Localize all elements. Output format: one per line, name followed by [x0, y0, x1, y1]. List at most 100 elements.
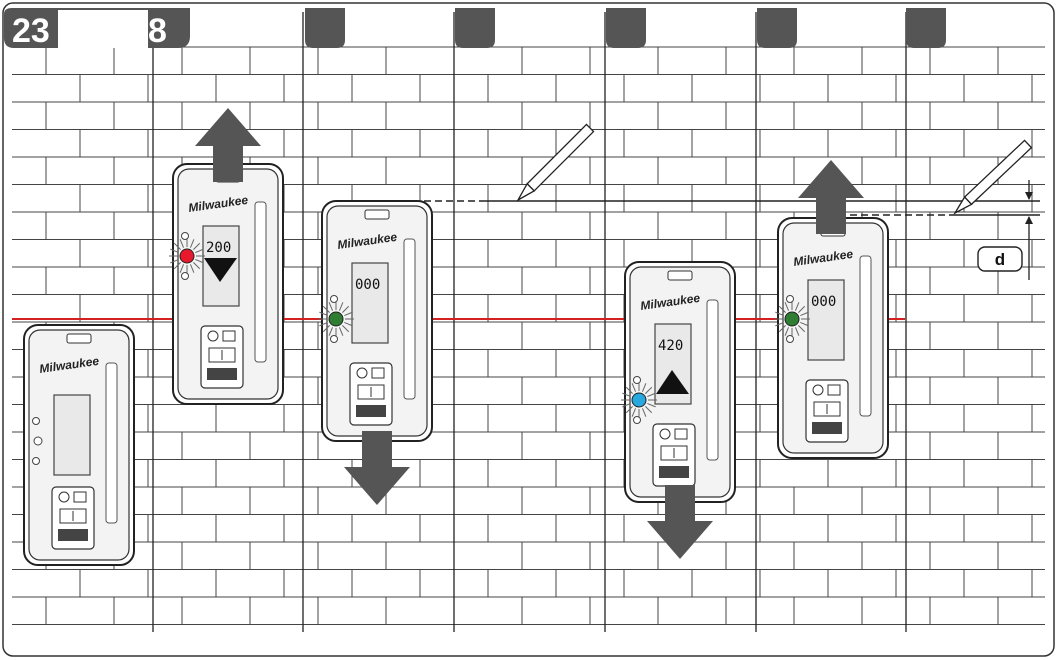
- glow-ray: [322, 305, 330, 313]
- side-notch: [633, 376, 641, 384]
- glow-ray: [179, 264, 185, 273]
- indicator-led-off: [33, 436, 43, 446]
- mark-lines: [424, 200, 1040, 216]
- pencil-icon: [516, 123, 595, 202]
- power-button: [356, 367, 368, 379]
- side-notch: [181, 272, 189, 280]
- glow-ray: [344, 311, 353, 317]
- glow-ray: [778, 305, 786, 313]
- glow-ray: [338, 302, 344, 311]
- lcd-reading: 420: [658, 338, 683, 354]
- arrow-up-icon: [798, 160, 864, 234]
- side-notch: [330, 295, 338, 303]
- glow-ray: [170, 248, 179, 254]
- indicator-glow: [318, 301, 354, 337]
- glow-ray: [775, 311, 784, 317]
- receiver-top-clip: [66, 333, 92, 344]
- direction-arrows: [195, 108, 864, 559]
- power-button: [207, 330, 219, 342]
- detection-window: [403, 238, 416, 400]
- volume-button: [222, 330, 236, 342]
- side-notch: [786, 335, 794, 343]
- figure-number: 23: [12, 12, 50, 50]
- volume-button: [371, 367, 385, 379]
- lcd-pointer-up: [656, 370, 689, 394]
- glow-ray: [328, 302, 334, 311]
- offset-label: d: [995, 250, 1005, 269]
- glow-ray: [798, 305, 806, 313]
- glow-ray: [645, 406, 653, 414]
- volume-button: [674, 428, 688, 440]
- pencils: [516, 123, 1033, 215]
- indicator-led-green: [784, 311, 800, 327]
- indicator-glow: [774, 301, 810, 337]
- step-tab-2: [305, 8, 345, 48]
- glow-ray: [631, 383, 637, 392]
- pencil-icon: [953, 139, 1033, 215]
- glow-ray: [195, 248, 204, 254]
- arrow-down-icon: [344, 431, 410, 505]
- lcd-screen: [53, 394, 91, 476]
- detection-window: [706, 299, 719, 461]
- glow-ray: [622, 402, 631, 408]
- glow-ray: [322, 325, 330, 333]
- glow-ray: [778, 325, 786, 333]
- mode-plate: [812, 422, 842, 434]
- glow-ray: [173, 242, 181, 250]
- glow-ray: [631, 408, 637, 417]
- volume-button: [73, 491, 87, 503]
- side-notch: [32, 457, 40, 465]
- detection-window: [105, 362, 118, 524]
- lcd-reading: 000: [355, 277, 380, 293]
- side-notch: [181, 232, 189, 240]
- dimension-arrowhead-top: [1025, 192, 1033, 200]
- glow-ray: [641, 408, 647, 417]
- glow-ray: [189, 239, 195, 248]
- mode-plate: [207, 368, 237, 380]
- lcd-reading: 000: [811, 294, 836, 310]
- pencil-body: [526, 123, 595, 192]
- step-tab-6: [906, 8, 946, 48]
- glow-ray: [179, 239, 185, 248]
- glow-ray: [800, 311, 809, 317]
- glow-ray: [800, 321, 809, 327]
- glow-ray: [328, 327, 334, 336]
- indicator-led-red: [179, 248, 195, 264]
- glow-ray: [319, 311, 328, 317]
- lcd-reading: 200: [206, 240, 231, 256]
- indicator-glow: [169, 238, 205, 274]
- power-button: [659, 428, 671, 440]
- offset-dimension: d: [977, 180, 1033, 280]
- volume-button: [827, 384, 841, 396]
- receiver-top-clip: [364, 209, 390, 220]
- glow-ray: [775, 321, 784, 327]
- indicator-glow: [621, 382, 657, 418]
- glow-ray: [319, 321, 328, 327]
- receiver-top-clip: [667, 270, 693, 281]
- step-dividers: [152, 12, 907, 632]
- glow-ray: [170, 258, 179, 264]
- indicator-led-blue: [631, 392, 647, 408]
- detection-window: [859, 255, 872, 417]
- glow-ray: [625, 406, 633, 414]
- dimension-arrowhead-bottom: [1025, 216, 1033, 224]
- glow-ray: [195, 258, 204, 264]
- mode-plate: [58, 529, 88, 541]
- offset-label-box: [977, 246, 1023, 272]
- glow-ray: [344, 321, 353, 327]
- glow-ray: [647, 402, 656, 408]
- lcd-screen: [807, 279, 845, 361]
- lcd-pointer-down: [204, 258, 237, 282]
- indicator-led-green: [328, 311, 344, 327]
- glow-ray: [794, 302, 800, 311]
- glow-ray: [342, 305, 350, 313]
- glow-ray: [645, 386, 653, 394]
- mode-plate: [356, 405, 386, 417]
- glow-ray: [625, 386, 633, 394]
- lcd-screen: [351, 262, 389, 344]
- power-button: [812, 384, 824, 396]
